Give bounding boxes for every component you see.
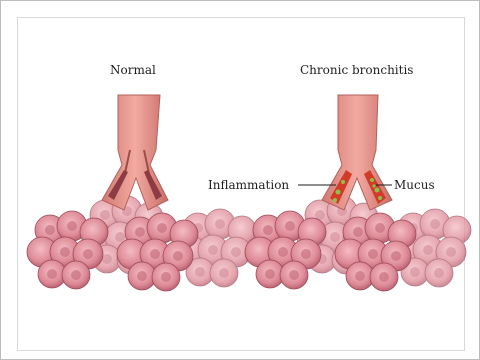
title-chronic-bronchitis: Chronic bronchitis <box>300 63 413 77</box>
label-inflammation: Inflammation <box>208 178 289 192</box>
label-mucus: Mucus <box>394 178 435 192</box>
title-normal: Normal <box>110 63 156 77</box>
bronchitis-airway <box>245 95 471 291</box>
normal-airway <box>27 95 256 291</box>
